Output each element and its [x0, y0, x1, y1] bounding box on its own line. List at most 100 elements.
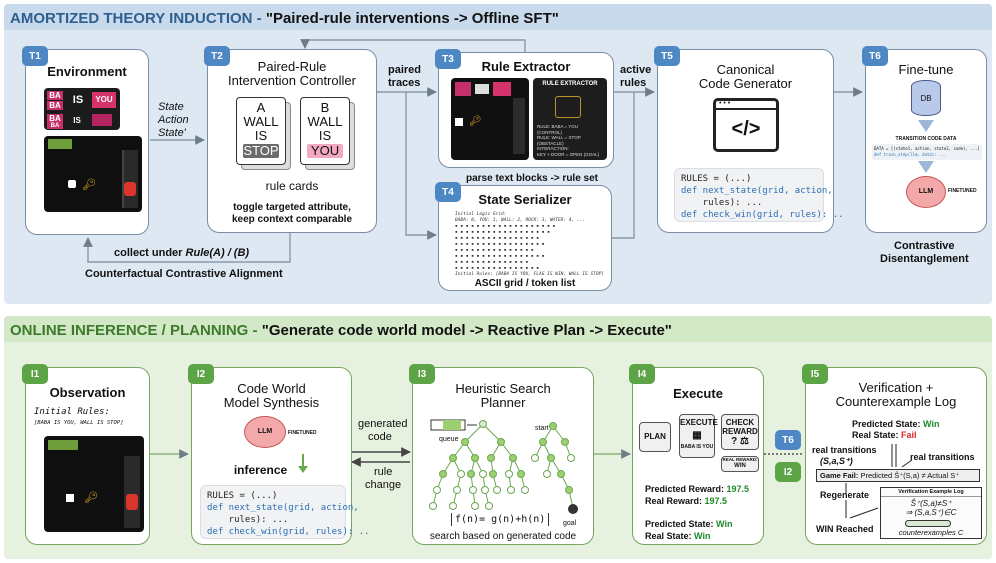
- theory-induction-header: [4, 4, 992, 30]
- state-label: State: [158, 101, 184, 113]
- code-generator-title-line2: Code Generator: [698, 76, 793, 91]
- wall-icon: [122, 150, 138, 208]
- card-a-stop: STOP: [243, 143, 279, 158]
- search-planner-card: I3 Heuristic Search Planner queue start …: [409, 364, 594, 545]
- extractor-panel-title: RULE EXTRACTOR: [542, 81, 598, 87]
- verification-log-box: Verification Example Log Ŝ⁺(S,a)≠S⁺ ⇒ (S…: [880, 487, 982, 539]
- execute-box: EXECUTE ▦ BABA IS YOU: [679, 414, 718, 458]
- tile-ba: BA: [47, 101, 63, 110]
- finetuned-label: FINETUNED: [948, 188, 977, 194]
- verification-title-line2: Counterexample Log: [835, 394, 957, 409]
- verif-real-state: Real State: Fail: [852, 430, 917, 440]
- rule-extractor-title: Rule Extractor: [481, 59, 571, 74]
- observation-card: I1 Observation Initial Rules: [BABA IS Y…: [22, 364, 150, 545]
- inference-label: inference: [233, 463, 288, 477]
- baba-icon: [455, 118, 463, 126]
- baba-icon: [68, 180, 76, 188]
- planner-title-line2: Planner: [480, 395, 526, 410]
- code-generator-card: T5 Canonical Code Generator • • • </> RU…: [654, 46, 844, 233]
- execute-title: Execute: [673, 386, 723, 401]
- initial-rules-value: [BABA IS YOU, WALL IS STOP]: [34, 420, 124, 426]
- i5-badge: I5: [802, 364, 828, 384]
- real-state-line: Real State: Win: [645, 531, 711, 541]
- door-icon: [126, 494, 138, 510]
- active-label: active: [620, 64, 652, 76]
- grid-icon: ▦: [692, 430, 702, 441]
- online-planning-title: ONLINE INFERENCE / PLANNING - "Generate …: [10, 322, 672, 339]
- i1-badge: I1: [22, 364, 48, 384]
- state-serializer-card: T4 State Serializer Initial Logic Grid: …: [435, 182, 612, 291]
- ascii-grid: Initial Logic Grid: BABA: 0, YOU: 1, WAL…: [455, 212, 605, 277]
- door-icon: [124, 182, 136, 196]
- tile-icon: [475, 84, 489, 94]
- key-icon: 🔑︎: [82, 179, 96, 191]
- rule-card-b: B WALL IS YOU: [300, 97, 350, 165]
- side-badge-t6: T6: [775, 430, 801, 450]
- queue-label: queue: [439, 436, 459, 443]
- paired-label: paired: [388, 64, 422, 76]
- regenerate-label: Regenerate: [820, 490, 870, 500]
- rules-label: rules: [620, 77, 647, 89]
- code-label: code: [368, 431, 392, 443]
- down-arrow-icon: [918, 161, 934, 173]
- controller-title-line1: Paired-Rule: [257, 59, 327, 74]
- environment-title: Environment: [47, 64, 127, 79]
- heuristic-formula: f(n)= g(n)+h(n): [451, 513, 550, 526]
- observation-board: 🔑︎: [44, 436, 144, 532]
- extractor-panel: RULE EXTRACTOR RULE: BABA = YOU(CONTROL)…: [533, 78, 607, 160]
- code-window-icon: • • • </>: [713, 98, 779, 152]
- predicted-reward-line: Predicted Reward: 197.5: [645, 484, 750, 494]
- contrastive-caption: Contrastive: [894, 240, 955, 252]
- change-label: change: [365, 479, 402, 491]
- real-reward-line: Real Reward: 197.5: [645, 496, 728, 506]
- key-icon: 🔑︎: [469, 116, 482, 127]
- t4-badge: T4: [435, 182, 461, 202]
- initial-rules-label: Initial Rules:: [34, 407, 110, 417]
- controller-desc2: keep context comparable: [231, 214, 353, 225]
- world-model-title-line2: Model Synthesis: [223, 395, 320, 410]
- chip-icon: [555, 96, 581, 118]
- traces-label: traces: [388, 77, 421, 89]
- world-model-code: RULES = (...) def next_state(grid, actio…: [200, 485, 370, 539]
- rule-cards-label: rule cards: [265, 179, 319, 193]
- card-b-word2: IS: [318, 128, 332, 143]
- verification-title-line1: Verification +: [858, 380, 934, 395]
- rule-card-a: A WALL IS STOP: [236, 97, 286, 165]
- card-a-word2: IS: [254, 128, 268, 143]
- extractor-game: 🔑︎: [451, 78, 529, 160]
- down-arrow-icon: [918, 120, 934, 132]
- card-b-letter: B: [320, 100, 330, 115]
- pink-block-icon: [92, 114, 112, 126]
- tile-ba: BA: [47, 123, 63, 129]
- t6-badge: T6: [862, 46, 888, 66]
- verif-predicted-state: Predicted State: Win: [852, 419, 940, 429]
- tile-ba: BA: [47, 114, 63, 123]
- action-label: Action: [158, 114, 189, 126]
- i4-badge: I4: [629, 364, 655, 384]
- environment-game-top: BA BA IS YOU BA BA IS: [44, 88, 120, 130]
- rule-extractor-card: T3 Rule Extractor 🔑︎ RULE EXTRACTOR RULE…: [435, 49, 614, 168]
- card-b-you: YOU: [307, 144, 343, 158]
- i2-badge: I2: [188, 364, 214, 384]
- tile-you: YOU: [92, 92, 116, 108]
- wall-icon: [513, 98, 525, 154]
- wall-icon: [124, 456, 140, 528]
- brain-llm-icon: LLM: [906, 176, 946, 208]
- question-icon: ? ⚖: [731, 436, 749, 447]
- tile-icon: [455, 82, 471, 96]
- side-badge-i2: I2: [775, 462, 801, 482]
- generated-label: generated: [358, 418, 408, 430]
- baba-icon: [66, 494, 74, 502]
- plan-box: PLAN: [639, 422, 671, 452]
- theory-induction-title: AMORTIZED THEORY INDUCTION - "Paired-rul…: [10, 10, 559, 27]
- finetuned-label: FINETUNED: [288, 430, 317, 436]
- collect-label: collect under Rule(A) / (B): [114, 247, 250, 259]
- real-transitions-tuple: (S,a,S⁺): [820, 456, 853, 466]
- next-state-label: State': [158, 127, 186, 139]
- key-icon: 🔑︎: [84, 492, 98, 504]
- tile-is: IS: [72, 94, 84, 106]
- controller-desc1: toggle targeted attribute,: [233, 202, 351, 213]
- tcd-label: TRANSITION CODE DATA: [895, 136, 957, 142]
- verification-arrows: [845, 444, 913, 519]
